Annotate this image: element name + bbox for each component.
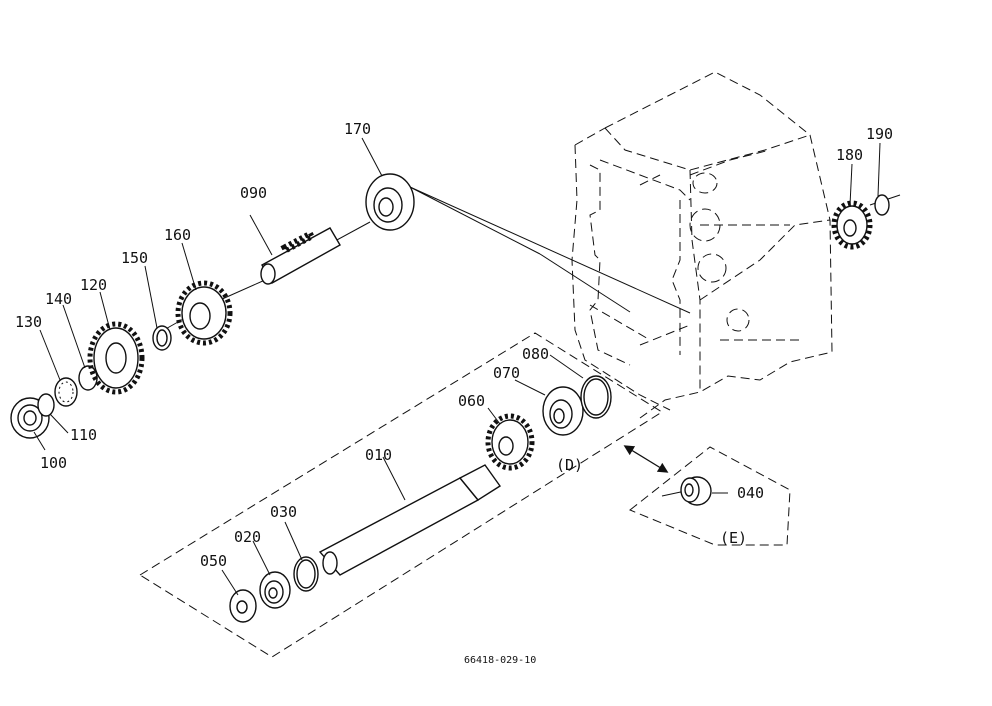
bearing-170 bbox=[365, 173, 415, 231]
needle-bearing-130 bbox=[54, 377, 78, 407]
callout-leaders bbox=[33, 137, 881, 596]
gear-060 bbox=[485, 413, 535, 471]
ring-150 bbox=[152, 325, 172, 351]
callout-010: 010 bbox=[365, 446, 392, 464]
bearing-020 bbox=[259, 571, 291, 609]
callout-090: 090 bbox=[240, 184, 267, 202]
callout-120: 120 bbox=[80, 276, 107, 294]
snap-ring-080 bbox=[580, 375, 612, 419]
callout-170: 170 bbox=[344, 120, 371, 138]
shaft-090 bbox=[260, 227, 341, 285]
transmission-case-outline bbox=[571, 71, 833, 419]
bearing-070 bbox=[542, 386, 584, 436]
callout-130: 130 bbox=[15, 313, 42, 331]
callout-190: 190 bbox=[866, 125, 893, 143]
gear-180 bbox=[831, 200, 873, 250]
callout-070: 070 bbox=[493, 364, 520, 382]
callout-080: 080 bbox=[522, 345, 549, 363]
bushing-040 bbox=[680, 476, 712, 506]
callout-050: 050 bbox=[200, 552, 227, 570]
snap-ring-190 bbox=[874, 194, 890, 216]
shaft-010 bbox=[318, 464, 501, 576]
callout-030: 030 bbox=[270, 503, 297, 521]
gear-160 bbox=[175, 280, 233, 346]
callout-020: 020 bbox=[234, 528, 261, 546]
callout-140: 140 bbox=[45, 290, 72, 308]
washer-050 bbox=[229, 589, 257, 623]
group-e-label: (E) bbox=[720, 529, 747, 547]
callout-100: 100 bbox=[40, 454, 67, 472]
callout-110: 110 bbox=[70, 426, 97, 444]
group-e-frame bbox=[629, 446, 791, 546]
group-link-arrow bbox=[623, 445, 669, 473]
callout-180: 180 bbox=[836, 146, 863, 164]
callout-060: 060 bbox=[458, 392, 485, 410]
group-d-label: (D) bbox=[556, 456, 583, 474]
callout-040: 040 bbox=[737, 484, 764, 502]
gear-120 bbox=[87, 321, 145, 395]
group-d-frame bbox=[139, 332, 663, 658]
callout-150: 150 bbox=[121, 249, 148, 267]
drawing-number: 66418-029-10 bbox=[464, 655, 536, 666]
callout-160: 160 bbox=[164, 226, 191, 244]
snap-ring-030 bbox=[293, 556, 319, 592]
ring-110 bbox=[37, 393, 55, 417]
